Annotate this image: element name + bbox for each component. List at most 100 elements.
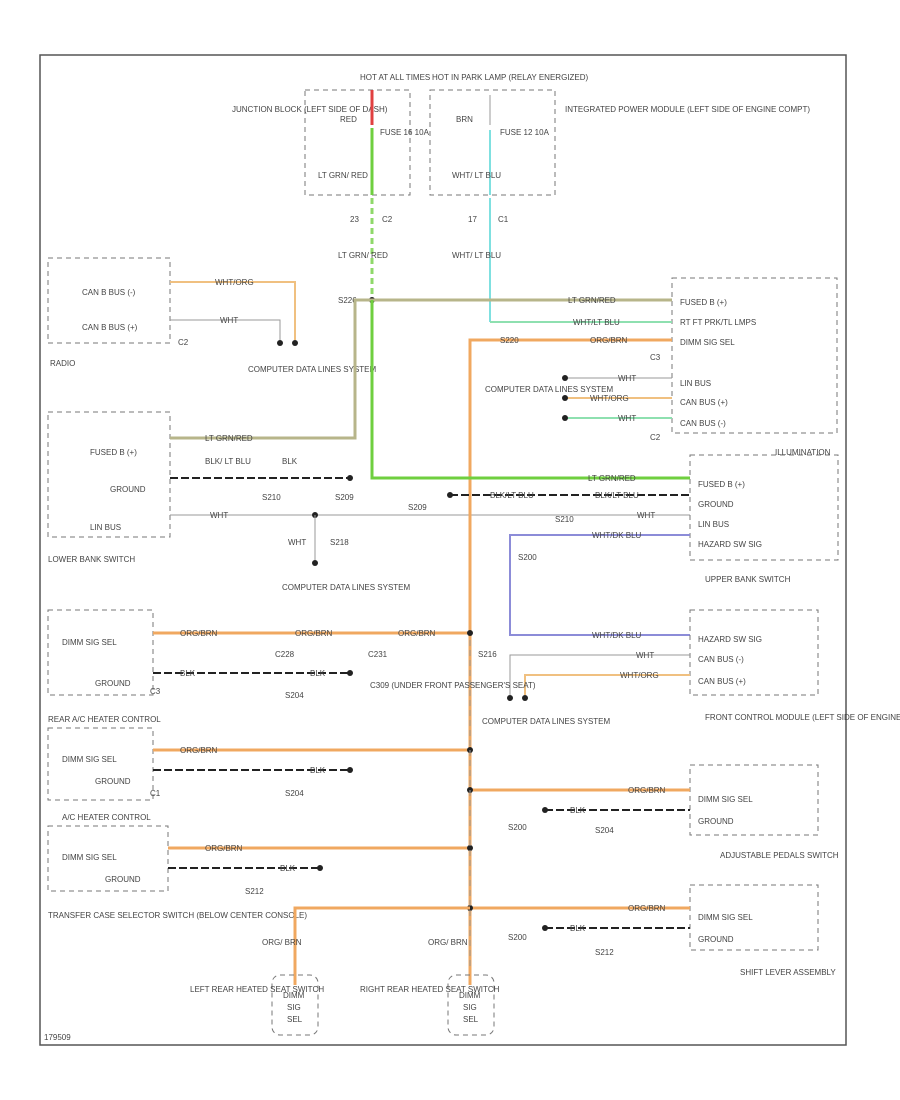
upper-wht-label: WHT — [637, 511, 655, 520]
can-b-minus-label: CAN B BUS (-) — [82, 288, 136, 297]
c1-label: C1 — [498, 215, 509, 224]
fcm-wht-org-label: WHT/ORG — [620, 671, 659, 680]
left-seat-sig: SIG — [287, 1003, 301, 1012]
fcm-data-dot-1 — [507, 695, 513, 701]
shift-dimm-sig-label: DIMM SIG SEL — [698, 913, 753, 922]
rt-wht-label-1: WHT — [618, 374, 636, 383]
rear-ac-box — [47, 727, 154, 801]
rt-lin-bus-label: LIN BUS — [680, 379, 711, 388]
shift-s200-label: S200 — [508, 933, 527, 942]
right-seat-dimm: DIMM — [459, 991, 481, 1000]
rear-ac-c1-label: C1 — [150, 789, 161, 798]
ipm-label: INTEGRATED POWER MODULE (LEFT SIDE OF EN… — [565, 105, 810, 114]
hot-at-all-times-label: HOT AT ALL TIMES — [360, 73, 430, 82]
upper-fused-wire — [370, 300, 690, 480]
rt-module-box — [671, 277, 838, 434]
radio-wht-wire — [170, 319, 281, 340]
rt-can-minus-label: CAN BUS (-) — [680, 419, 726, 428]
left-seat-label: LEFT REAR HEATED SEAT SWITCH — [190, 985, 324, 994]
brn-label: BRN — [456, 115, 473, 124]
right-seat-label: RIGHT REAR HEATED SEAT SWITCH — [360, 985, 500, 994]
shift-lever-box — [689, 884, 819, 951]
s210-label: S210 — [262, 493, 281, 502]
upper-lin-bus-label: LIN BUS — [698, 520, 729, 529]
lower-bank-box — [47, 411, 171, 538]
fcm-box — [689, 609, 819, 696]
upper-ground-dot — [447, 492, 453, 498]
s209-right-label: S209 — [408, 503, 427, 512]
s210-right-label: S210 — [555, 515, 574, 524]
left-dimm1-blk-label-2: BLK — [310, 669, 326, 678]
ac-heater-ground-dot — [317, 865, 323, 871]
left-dimm1-org-brn-3: ORG/BRN — [398, 629, 436, 638]
shift-s212-label: S212 — [595, 948, 614, 957]
diagram-frame — [39, 54, 847, 1046]
radio-data-lines-label: COMPUTER DATA LINES SYSTEM — [248, 365, 377, 374]
dimm-bus-wire — [468, 338, 672, 985]
rear-ac-ground-label: GROUND — [95, 777, 131, 786]
s218-data-dot — [312, 560, 318, 566]
rt-fused-b-label: FUSED B (+) — [680, 298, 727, 307]
fcm-data-dot-2 — [522, 695, 528, 701]
lower-data-lines-label: COMPUTER DATA LINES SYSTEM — [282, 583, 411, 592]
adj-pedals-dimm-box — [689, 764, 819, 836]
transfer-case-label: TRANSFER CASE SELECTOR SWITCH (BELOW CEN… — [48, 911, 307, 920]
junction-block-label: JUNCTION BLOCK (LEFT SIDE OF DASH) — [232, 105, 388, 114]
c1-num-label: 17 — [468, 215, 477, 224]
s226-label: S226 — [338, 296, 357, 305]
left-seat-box — [271, 974, 319, 1036]
adj-s204-label: S204 — [595, 826, 614, 835]
shift-org-brn-label: ORG/BRN — [628, 904, 666, 913]
rt-dimm-sig-label: DIMM SIG SEL — [680, 338, 735, 347]
right-seat-sel: SEL — [463, 1015, 479, 1024]
upper-blk-lt-blu-label: BLK/LT BLU — [490, 491, 534, 500]
ac-heater-splice — [467, 845, 473, 851]
s212-label: S212 — [245, 887, 264, 896]
right-seat-sig: SIG — [463, 1003, 477, 1012]
lower-wht-label: WHT — [210, 511, 228, 520]
left-dimm1-box — [47, 609, 154, 696]
ac-heater-label: A/C HEATER CONTROL — [62, 813, 151, 822]
fcm-can-plus-wire — [524, 674, 690, 695]
upper-hazard-label: HAZARD SW SIG — [698, 540, 762, 549]
upper-blk-lt-blu-label-2: BLK/LT BLU — [595, 491, 639, 500]
s216-splice — [467, 630, 473, 636]
rear-ac-sig-label: DIMM SIG SEL — [62, 755, 117, 764]
junction-block-box — [304, 89, 411, 196]
lower-lt-grn-red-label: LT GRN/RED — [205, 434, 253, 443]
upper-bank-box — [689, 454, 839, 561]
rt-wht-org-label: WHT/ORG — [590, 394, 629, 403]
upper-wht-dk-blu-label: WHT/DK BLU — [592, 531, 642, 540]
adj-dimm-sig-label: DIMM SIG SEL — [698, 795, 753, 804]
c228-label: C228 — [275, 650, 295, 659]
lower-blk-lt-blu-label: BLK/ LT BLU — [205, 457, 251, 466]
lower-lin-bus-label: LIN BUS — [90, 523, 121, 532]
hazard-wire — [509, 534, 690, 636]
radio-wht-org-label: WHT/ORG — [215, 278, 254, 287]
fcm-can-minus-label: CAN BUS (-) — [698, 655, 744, 664]
fcm-can-minus-wire — [509, 654, 690, 695]
lt-grn-red-top-label: LT GRN/ RED — [318, 171, 368, 180]
left-seat-dimm: DIMM — [283, 991, 305, 1000]
figure-id: 179509 — [44, 1033, 71, 1042]
rt-data-dot-2 — [562, 395, 568, 401]
adj-ground-dot — [542, 807, 548, 813]
c2-num-label: 23 — [350, 215, 359, 224]
ac-heater-ground-label: GROUND — [105, 875, 141, 884]
left-dimm1-c3-label: C3 — [150, 687, 161, 696]
fcm-wht-dk-blu-label: WHT/DK BLU — [592, 631, 642, 640]
can-b-plus-label: CAN B BUS (+) — [82, 323, 138, 332]
radio-wht-org-wire — [170, 281, 296, 340]
upper-ground-label: GROUND — [698, 500, 734, 509]
left-seat-wire — [293, 906, 470, 985]
adj-pedals-label: ADJUSTABLE PEDALS SWITCH — [720, 851, 839, 860]
left-seat-org-brn-label: ORG/ BRN — [262, 938, 302, 947]
wht-lt-blu-mid-label: WHT/ LT BLU — [452, 251, 501, 260]
shift-lever-label: SHIFT LEVER ASSEMBLY — [740, 968, 836, 977]
c200-label: S200 — [518, 553, 537, 562]
lt-grn-red-mid-label: LT GRN/ RED — [338, 251, 388, 260]
rt-lt-grn-red-label: LT GRN/RED — [568, 296, 616, 305]
lower-ground-label: GROUND — [110, 485, 146, 494]
s204-label: S204 — [285, 691, 304, 700]
adj-s200-label: S200 — [508, 823, 527, 832]
